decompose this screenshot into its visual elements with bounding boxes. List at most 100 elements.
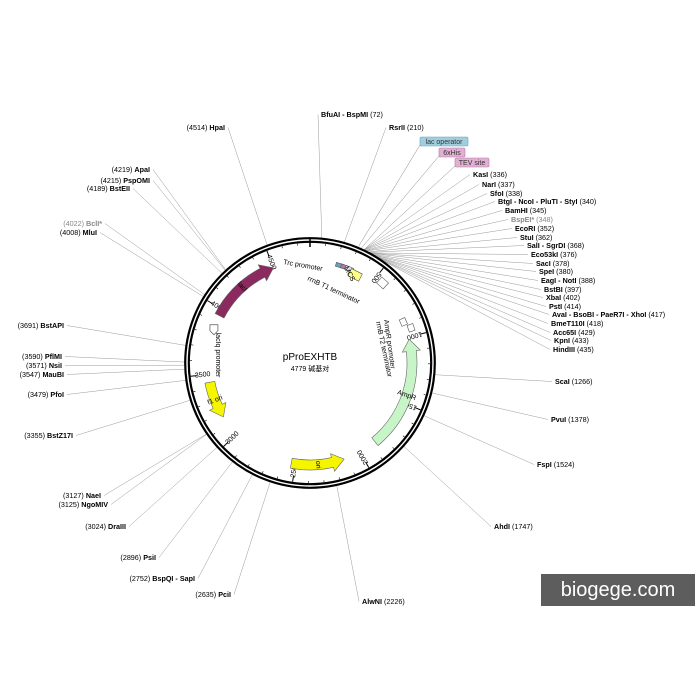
site-leader (110, 433, 208, 505)
site-leader (377, 257, 552, 341)
restriction-site-label: BtgI - NcoI - PluTI - StyI (340) (498, 197, 596, 206)
site-leader (66, 325, 187, 346)
site-leader (372, 254, 544, 298)
feature-block (406, 323, 416, 333)
restriction-site-label: BmeT110I (418) (551, 319, 603, 328)
tick-mark (213, 432, 216, 435)
tick-mark (194, 329, 197, 331)
tag-box (438, 147, 466, 158)
site-leader (363, 184, 480, 251)
plasmid-length: 4779 碱基对 (291, 364, 330, 373)
tag-leader (361, 155, 440, 249)
tick-mark (266, 250, 270, 257)
restriction-site-label: XbaI (402) (546, 293, 580, 302)
lacIq-promoter-label: lacIq promoter (214, 333, 221, 378)
restriction-site-label: PstI (414) (549, 302, 581, 311)
restriction-site-label: KpnI (433) (554, 336, 589, 345)
tag-leader (364, 165, 456, 250)
site-leader (367, 237, 518, 253)
small-feature-label: Trc promoter (283, 259, 324, 273)
restriction-site-label: (3571) NsiI (26, 361, 62, 370)
restriction-site-label: (4008) MluI (60, 228, 97, 237)
feature-block (376, 276, 389, 290)
restriction-site-label: (4189) BstEII (87, 184, 130, 193)
site-leader (363, 193, 488, 251)
tick-label: 2000 (356, 448, 370, 465)
restriction-site-label: SacI (378) (536, 259, 570, 268)
site-leader (64, 356, 186, 363)
restriction-site-label: Eco53kI (376) (531, 250, 577, 259)
restriction-site-label: (3547) MauBI (20, 370, 64, 379)
restriction-site-label: (4219) ApaI (112, 165, 150, 174)
restriction-site-label: Acc65I (429) (553, 328, 595, 337)
tick-mark (402, 435, 405, 438)
restriction-site-label: BspEI* (348) (511, 215, 553, 224)
plasmid-name: pProEXHTB (283, 352, 338, 363)
site-leader (233, 481, 271, 595)
plasmid-backbone (184, 237, 436, 489)
restriction-site-label: NarI (337) (482, 180, 515, 189)
restriction-site-label: (3355) BstZ17I (24, 431, 73, 440)
site-leader (99, 232, 205, 298)
tag-box-label: TEV site (459, 160, 486, 167)
site-leader (317, 114, 323, 239)
site-leader (365, 219, 509, 252)
site-leader (227, 127, 268, 246)
site-leader (363, 174, 471, 251)
tick-mark (262, 471, 264, 474)
restriction-site-label: (2752) BspQI - SapI (129, 574, 195, 583)
site-leader (377, 257, 551, 350)
feature-block (347, 268, 363, 282)
restriction-site-label: SfoI (338) (490, 189, 522, 198)
site-leader (372, 254, 542, 290)
tick-mark (353, 472, 355, 475)
feature-arrow (290, 453, 345, 472)
small-feature-label: MCS (342, 266, 356, 283)
watermark-background (541, 574, 695, 606)
site-leader (343, 127, 387, 243)
restriction-site-label: BstBI (397) (544, 285, 582, 294)
tick-label: 2500 (290, 462, 299, 479)
tag-leader (358, 144, 421, 247)
site-leader (434, 374, 553, 382)
site-leader (368, 245, 525, 253)
site-leader (75, 399, 191, 436)
site-leader-lines (64, 114, 553, 602)
site-leader (369, 252, 529, 255)
restriction-site-label: EcoRI (352) (515, 224, 554, 233)
feature-arrow (214, 264, 274, 319)
feature-arrow (371, 338, 421, 446)
lacIq-promoter-marker (209, 324, 219, 336)
tick-mark (235, 455, 237, 458)
restriction-site-label: RsrII (210) (389, 123, 424, 132)
site-leader (375, 256, 550, 315)
tick-mark (355, 252, 357, 255)
site-leader (132, 188, 223, 274)
restriction-site-label: HindIII (435) (553, 345, 594, 354)
tag-box-label: lac operator (426, 139, 464, 146)
tick-mark (393, 278, 396, 281)
tick-mark (198, 405, 201, 408)
site-leader (376, 257, 551, 333)
restriction-site-label: (4215) PspOMI (100, 176, 150, 185)
restriction-site-label: (2635) PciI (195, 590, 231, 599)
tick-mark (200, 314, 203, 316)
site-leader (336, 485, 360, 602)
site-leader (104, 223, 206, 296)
tick-mark (207, 300, 213, 305)
restriction-site-label: (4022) BclI* (63, 219, 102, 228)
tick-mark (380, 457, 383, 460)
site-leader (370, 253, 539, 281)
restriction-site-label: AlwNI (2226) (362, 597, 405, 606)
tick-mark (248, 464, 250, 467)
restriction-site-label: (4514) HpaI (187, 123, 225, 132)
site-leader (128, 446, 218, 527)
tick-mark (419, 317, 422, 319)
watermark-text: biogege.com (560, 579, 676, 601)
tick-label: 3000 (225, 430, 241, 446)
tick-mark (392, 447, 395, 449)
site-leader (369, 252, 534, 264)
